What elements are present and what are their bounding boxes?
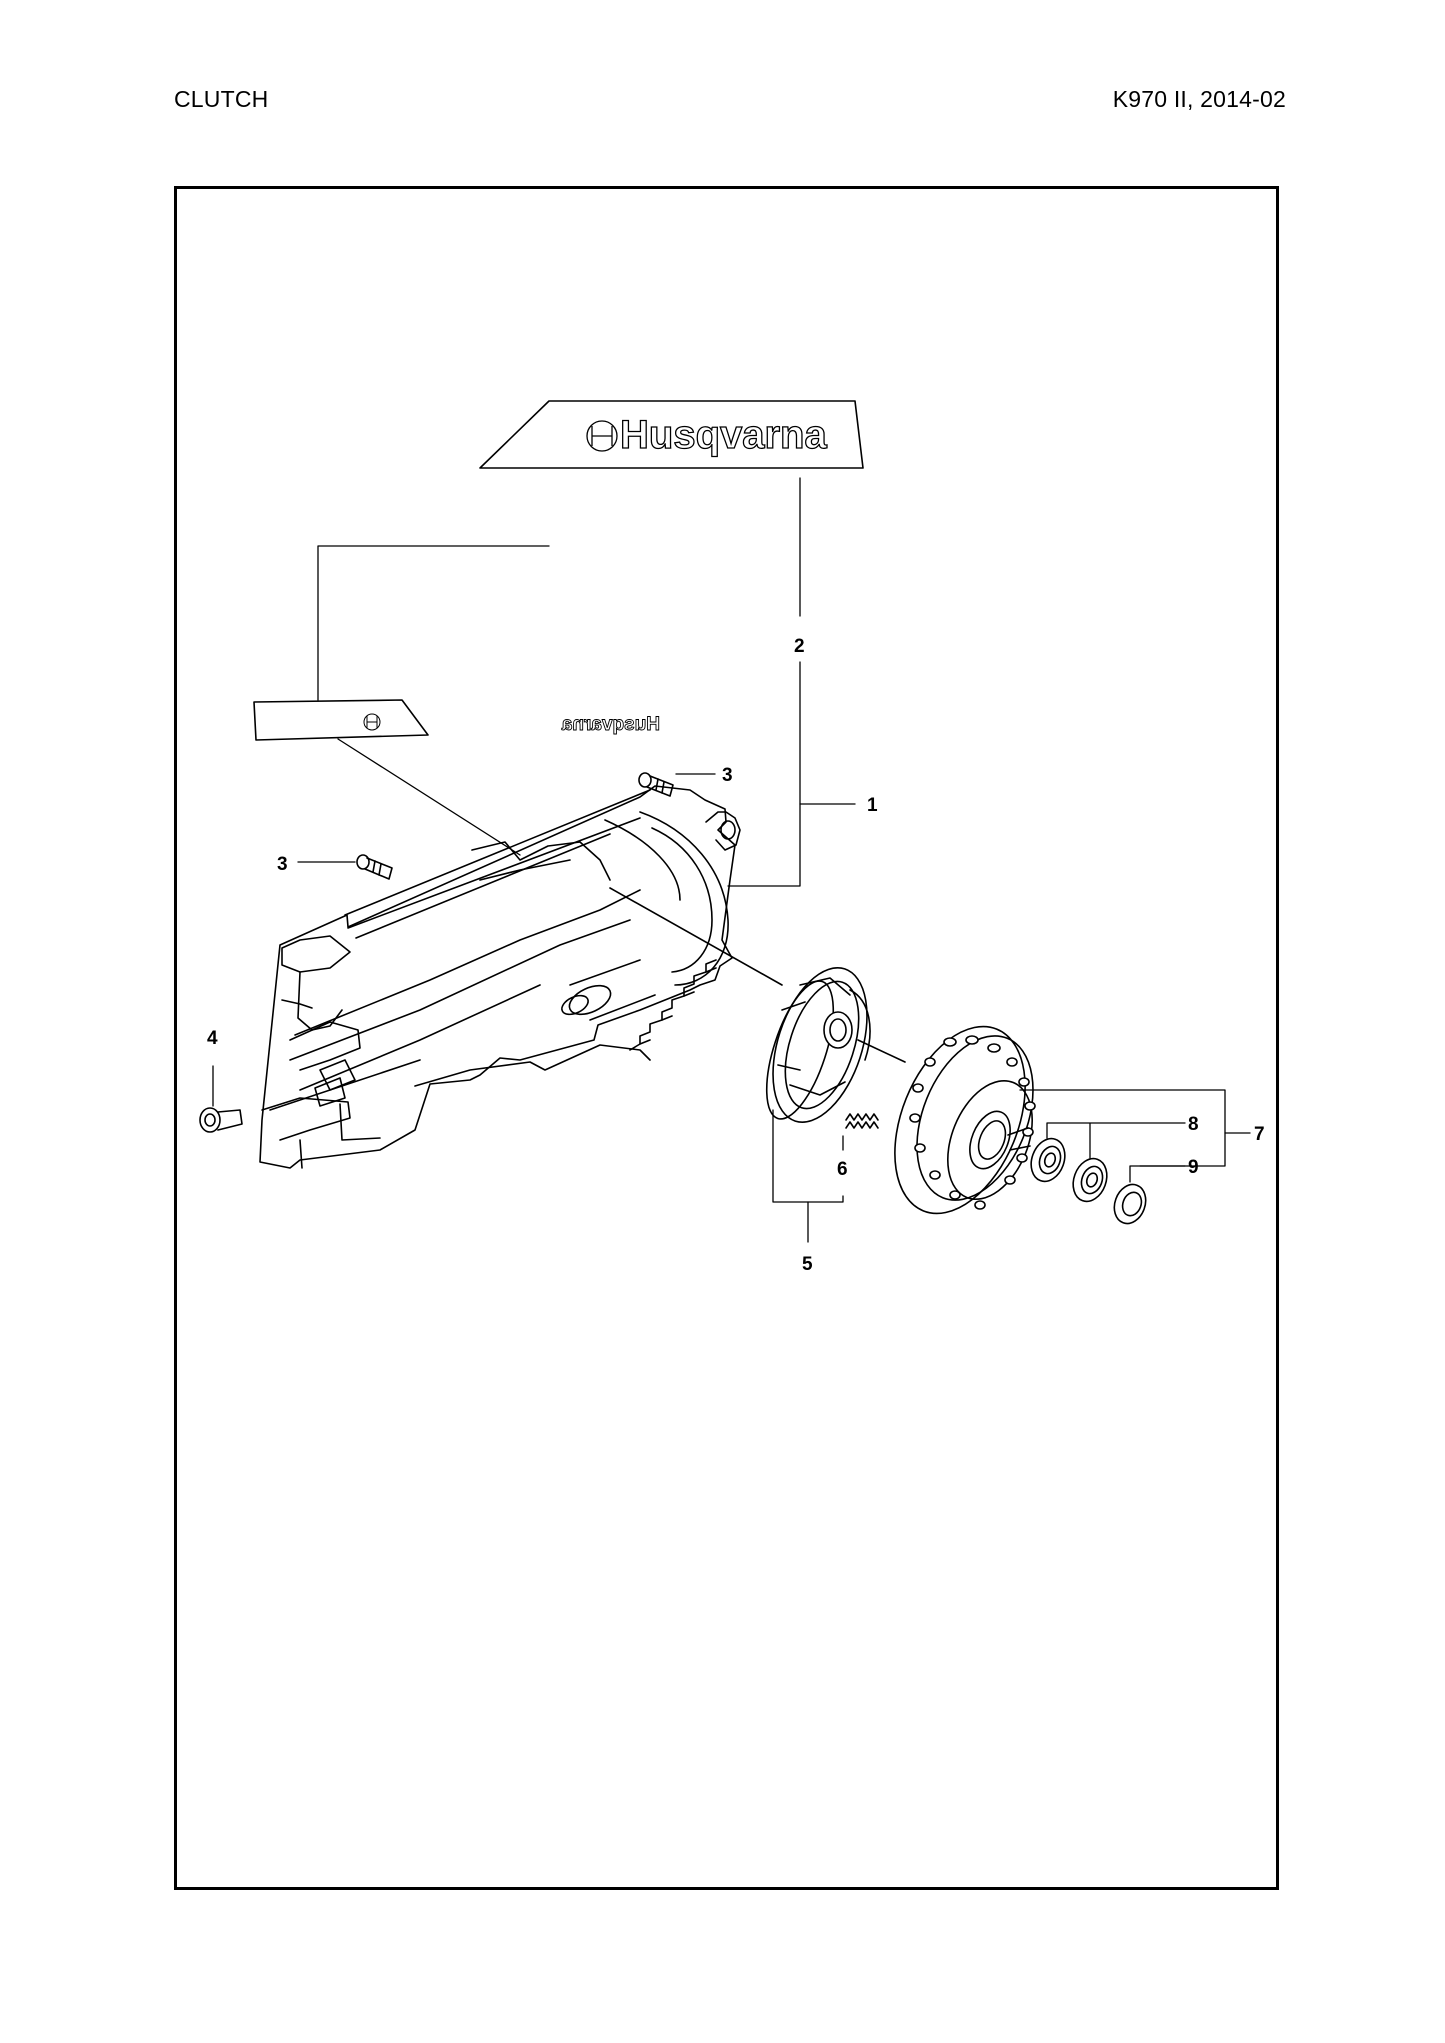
callout-4: 4 — [207, 1028, 218, 1049]
callout-8: 8 — [1188, 1114, 1199, 1135]
bolt-upper — [638, 772, 674, 797]
decal-large-logo-icon — [586, 420, 618, 452]
decal-large — [479, 400, 864, 541]
decal-small — [253, 699, 429, 741]
leader-lines — [212, 477, 1251, 1243]
clutch-drum — [894, 1025, 1036, 1215]
callout-6: 6 — [837, 1159, 848, 1180]
washer — [1113, 1183, 1147, 1225]
diagram-frame — [174, 186, 1279, 1890]
callout-5: 5 — [802, 1254, 813, 1275]
assembly-axis — [609, 887, 783, 986]
section-title: CLUTCH — [174, 86, 269, 112]
callout-3-left: 3 — [277, 854, 288, 875]
spring — [845, 1113, 879, 1129]
bolt-left — [356, 854, 393, 880]
decal-small-text: Husqvarna — [561, 714, 660, 735]
clutch-cover — [259, 785, 741, 1169]
screw — [199, 1107, 243, 1133]
model-date: K970 II, 2014-02 — [1112, 86, 1286, 112]
callout-3-upper: 3 — [722, 765, 733, 786]
decal-large-text: Husqvarna — [620, 413, 827, 457]
callout-2: 2 — [794, 636, 805, 657]
decal-small-logo-icon — [363, 713, 381, 731]
clutch-shoes — [765, 967, 871, 1123]
callout-9: 9 — [1188, 1157, 1199, 1178]
needle-bearings — [1030, 1137, 1108, 1203]
callout-7: 7 — [1254, 1124, 1265, 1145]
callout-1: 1 — [867, 795, 878, 816]
